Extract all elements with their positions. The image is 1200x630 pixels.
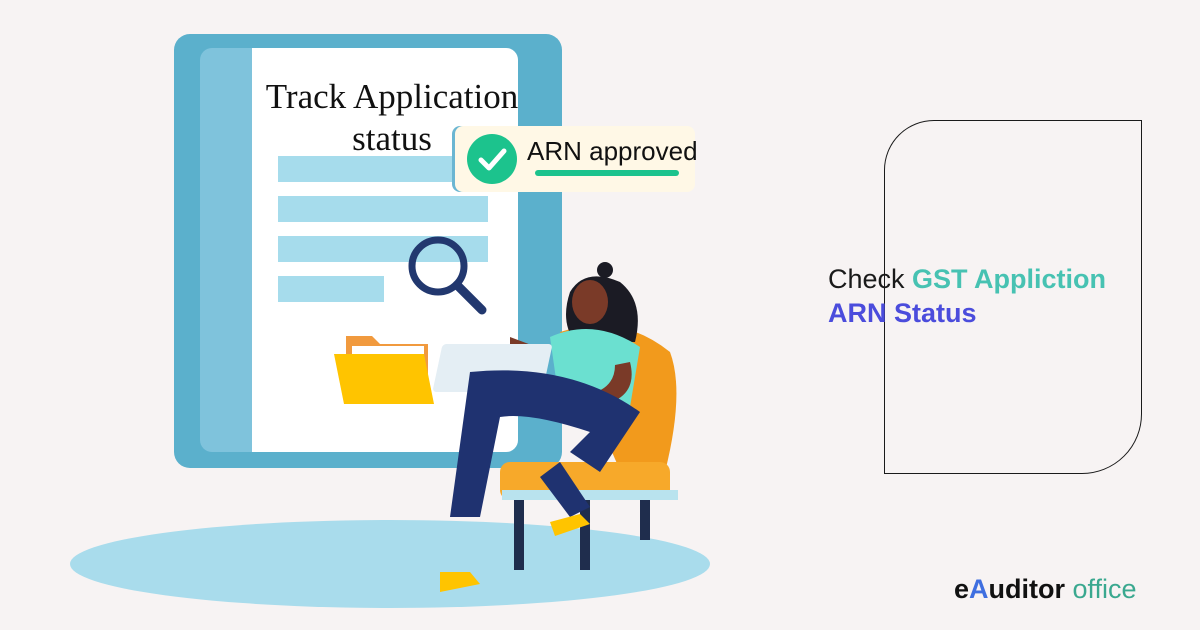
logo-office: office: [1065, 574, 1137, 604]
headline-frame: [884, 120, 1142, 474]
arn-label: ARN approved: [527, 136, 698, 166]
floor-shadow: [70, 520, 710, 608]
document-title-line2: status: [352, 119, 432, 158]
document-title: Track Application status: [252, 76, 518, 160]
logo-a: A: [969, 574, 989, 604]
document-line: [278, 156, 468, 182]
document-title-line1: Track Application: [265, 77, 518, 116]
arn-status-badge: ARN approved: [455, 126, 698, 192]
headline-arn: ARN Status: [828, 298, 977, 328]
magnifier-icon: [408, 236, 487, 315]
logo-e: e: [954, 574, 970, 604]
tablet-illustration: Track Application status: [174, 34, 562, 468]
headline-gst: GST Appliction: [912, 264, 1107, 294]
document-line: [278, 196, 488, 222]
headline: Check GST Appliction ARN Status: [828, 262, 1168, 330]
check-circle-icon: [467, 134, 517, 184]
headline-prefix: Check: [828, 264, 913, 294]
logo-uditor: uditor: [988, 574, 1066, 604]
folder-icon: [334, 336, 434, 404]
woman-with-laptop-illustration: [433, 262, 678, 592]
brand-logo: eAuditor office: [954, 574, 1137, 605]
document-line: [278, 276, 384, 302]
arn-underline: [535, 170, 679, 176]
